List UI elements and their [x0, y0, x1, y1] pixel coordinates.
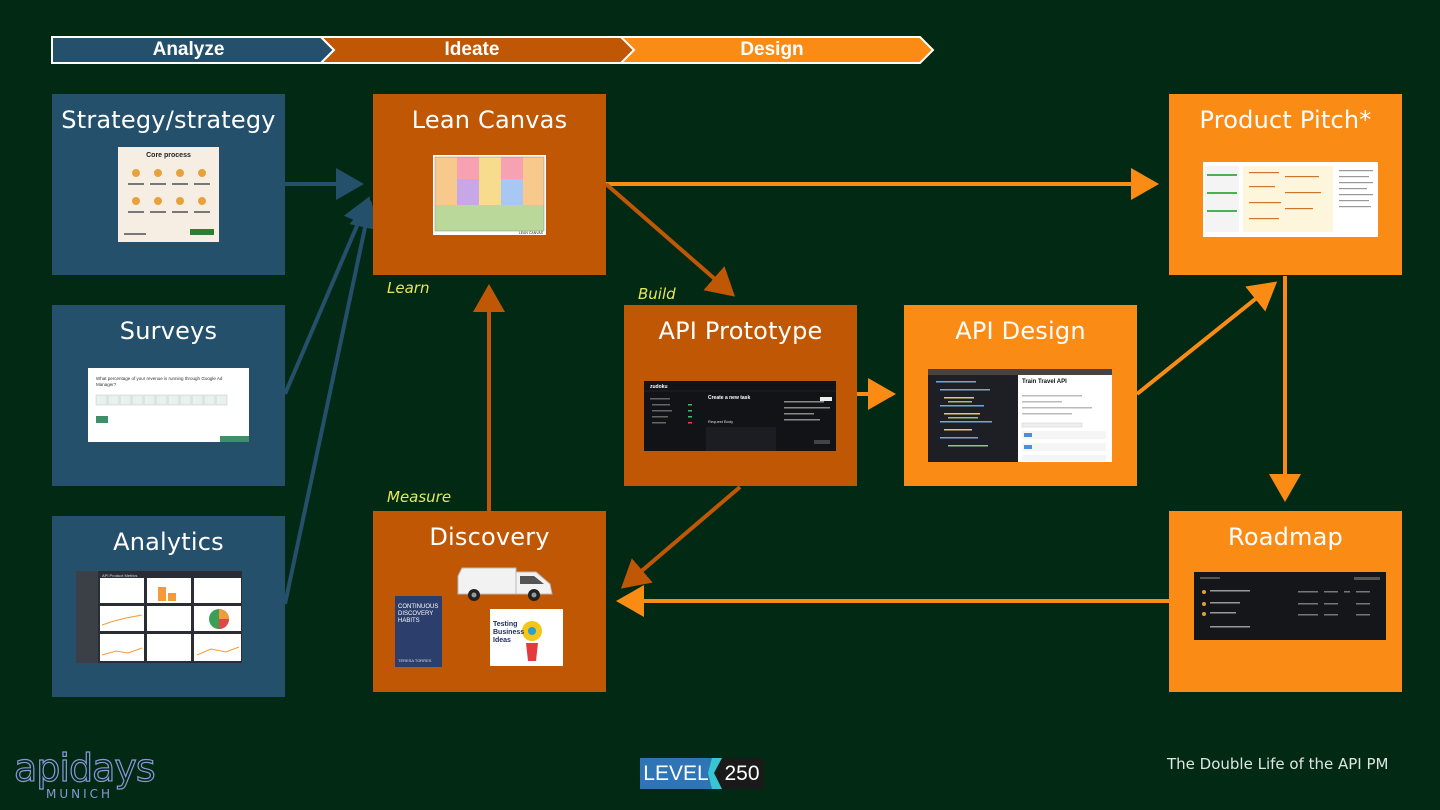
- roadmap-thumbnail: [1194, 572, 1386, 640]
- discovery-box: Discovery CONTINUOUS DISCOVERY HABITS TE…: [373, 511, 606, 692]
- arrow-prototype-to-discovery: [620, 485, 742, 589]
- discovery-title: Discovery: [429, 523, 550, 551]
- api-design-thumbnail: Train Travel API: [928, 369, 1112, 462]
- strategy-thumb-heading: Core process: [146, 152, 191, 159]
- api-prototype-title: API Prototype: [658, 317, 823, 345]
- strategy-thumb-graphic: [124, 169, 214, 235]
- prototype-thumb-graphic: [644, 390, 836, 451]
- lean-canvas-thumb-grid: [434, 156, 545, 232]
- roadmap-box: Roadmap: [1169, 511, 1402, 692]
- api-design-thumb-graphic: [928, 369, 1112, 462]
- lean-canvas-title: Lean Canvas: [411, 106, 568, 134]
- phase-analyze-label: Analyze: [152, 39, 225, 60]
- book2-title: Testing Business Ideas: [493, 621, 525, 644]
- book1-title: CONTINUOUS DISCOVERY HABITS: [398, 604, 439, 624]
- phase-design: Design: [620, 36, 936, 64]
- arrow-analytics-to-lean: [283, 200, 381, 605]
- analytics-box: Analytics API Product Metrics: [52, 516, 285, 697]
- analytics-thumb-dashboard: [76, 571, 241, 663]
- arrow-lean-to-prototype: [604, 182, 736, 297]
- talk-title: The Double Life of the API PM: [1167, 755, 1389, 773]
- prototype-thumb-sub: Request Body: [708, 419, 734, 424]
- product-pitch-thumbnail: [1203, 162, 1378, 237]
- level250-logo: LEVEL 250: [640, 758, 764, 789]
- roadmap-title: Roadmap: [1228, 523, 1343, 551]
- book1-author: TERESA TORRES: [398, 658, 432, 663]
- lean-canvas-thumbnail: LEAN CANVAS: [433, 155, 546, 235]
- level250-chevron: [708, 758, 722, 789]
- api-prototype-thumbnail: zudoku Create a new task Request Body: [644, 381, 836, 451]
- book-testing-business-ideas: Testing Business Ideas: [490, 609, 563, 666]
- level250-right: 250: [724, 762, 760, 785]
- phase-ideate-label: Ideate: [444, 39, 500, 60]
- arrow-design-to-pitch: [1135, 281, 1278, 396]
- prototype-thumb-brand: zudoku: [650, 384, 668, 390]
- measure-label: Measure: [387, 488, 452, 506]
- lightbulb-icon: [522, 621, 542, 661]
- roadmap-thumb-graphic: [1200, 577, 1380, 628]
- analytics-thumb-heading: API Product Metrics: [102, 573, 138, 578]
- build-label: Build: [638, 285, 676, 303]
- api-design-title: API Design: [955, 317, 1086, 345]
- api-design-thumb-heading: Train Travel API: [1022, 379, 1067, 385]
- product-pitch-title: Product Pitch*: [1199, 106, 1372, 134]
- van-icon: [457, 567, 553, 601]
- apidays-logo: apidays MUNICH: [13, 746, 156, 802]
- surveys-thumb-scale: [95, 394, 249, 442]
- learn-label: Learn: [387, 279, 430, 297]
- lean-canvas-box: Lean Canvas LEAN CANVAS: [373, 94, 606, 275]
- strategy-title: Strategy/strategy: [61, 106, 276, 134]
- api-design-box: API Design Train Travel API: [904, 305, 1137, 486]
- analytics-thumbnail: API Product Metrics: [76, 571, 242, 663]
- prototype-thumb-heading: Create a new task: [708, 395, 751, 401]
- strategy-thumbnail: Core process: [118, 147, 219, 242]
- apidays-logo-sub: MUNICH: [46, 787, 114, 801]
- lean-canvas-thumb-footer: LEAN CANVAS: [518, 231, 543, 235]
- level250-left: LEVEL: [640, 758, 712, 789]
- phase-design-label: Design: [740, 39, 804, 60]
- surveys-title: Surveys: [119, 317, 218, 345]
- surveys-thumb-question: What percentage of your revenue is runni…: [96, 376, 223, 387]
- surveys-box: Surveys What percentage of your revenue …: [52, 305, 285, 486]
- analytics-title: Analytics: [113, 528, 224, 556]
- apidays-logo-text: apidays: [13, 746, 156, 790]
- pitch-thumb-graphic: [1205, 166, 1373, 232]
- api-prototype-box: API Prototype zudoku Create a new task R…: [624, 305, 857, 486]
- phase-design-shape: [620, 36, 935, 64]
- product-pitch-box: Product Pitch*: [1169, 94, 1402, 275]
- book-continuous-discovery: CONTINUOUS DISCOVERY HABITS TERESA TORRE…: [395, 596, 442, 667]
- surveys-thumbnail: What percentage of your revenue is runni…: [88, 368, 249, 442]
- strategy-box: Strategy/strategy Core process: [52, 94, 285, 275]
- arrow-surveys-to-lean: [283, 196, 374, 395]
